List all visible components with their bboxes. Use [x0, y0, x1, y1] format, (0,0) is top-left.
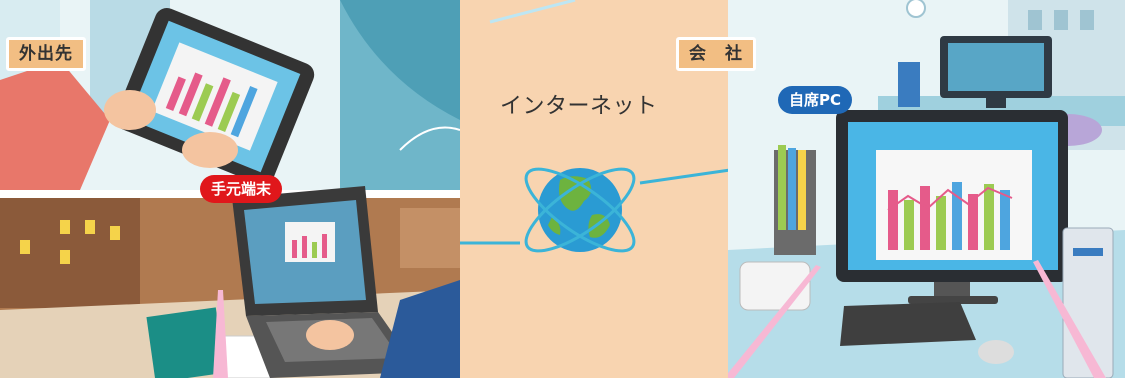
office-illustration	[728, 0, 1125, 378]
outside-illustration	[0, 0, 460, 378]
office-panel	[728, 0, 1125, 378]
connector-right	[639, 168, 731, 185]
notebook	[146, 307, 225, 378]
office-monitor	[836, 110, 1068, 304]
globe-icon	[524, 167, 636, 253]
office-label: 会 社	[676, 37, 756, 71]
tablet-device	[115, 8, 315, 185]
own-pc-bubble: 自席PC	[778, 86, 853, 114]
connector-top	[489, 0, 576, 24]
outside-panel	[0, 0, 460, 378]
outside-label: 外出先	[6, 37, 86, 71]
handheld-bubble: 手元端末	[200, 175, 283, 203]
internet-label: インターネット	[500, 94, 658, 119]
office-keyboard	[840, 302, 976, 346]
